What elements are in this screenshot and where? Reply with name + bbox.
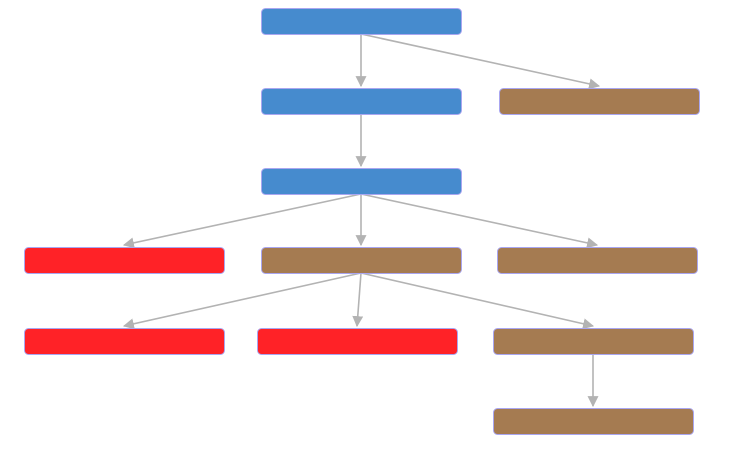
node-box[interactable] [499,88,700,115]
node-box[interactable] [261,247,462,274]
node-n10[interactable] [493,328,694,355]
node-n3[interactable] [499,88,700,115]
node-box[interactable] [257,328,458,355]
node-box[interactable] [261,88,462,115]
edge-n6-to-n10 [360,272,595,330]
edge-n6-to-n8 [122,272,362,330]
node-n7[interactable] [497,247,698,274]
node-n8[interactable] [24,328,225,355]
edge-n6-to-n9 [352,272,364,328]
node-n4[interactable] [261,168,462,195]
node-box[interactable] [493,408,694,435]
node-box[interactable] [24,247,225,274]
node-n9[interactable] [257,328,458,355]
node-n11[interactable] [493,408,694,435]
edge-n4-to-n5 [122,193,362,249]
node-box[interactable] [497,247,698,274]
node-n6[interactable] [261,247,462,274]
node-box[interactable] [493,328,694,355]
node-box[interactable] [261,8,462,35]
edge-n1-to-n3 [360,33,601,90]
node-n1[interactable] [261,8,462,35]
nodes-layer [24,8,700,435]
node-n5[interactable] [24,247,225,274]
edges-layer [122,33,601,408]
node-box[interactable] [261,168,462,195]
node-n2[interactable] [261,88,462,115]
node-box[interactable] [24,328,225,355]
edge-n4-to-n7 [360,193,599,249]
